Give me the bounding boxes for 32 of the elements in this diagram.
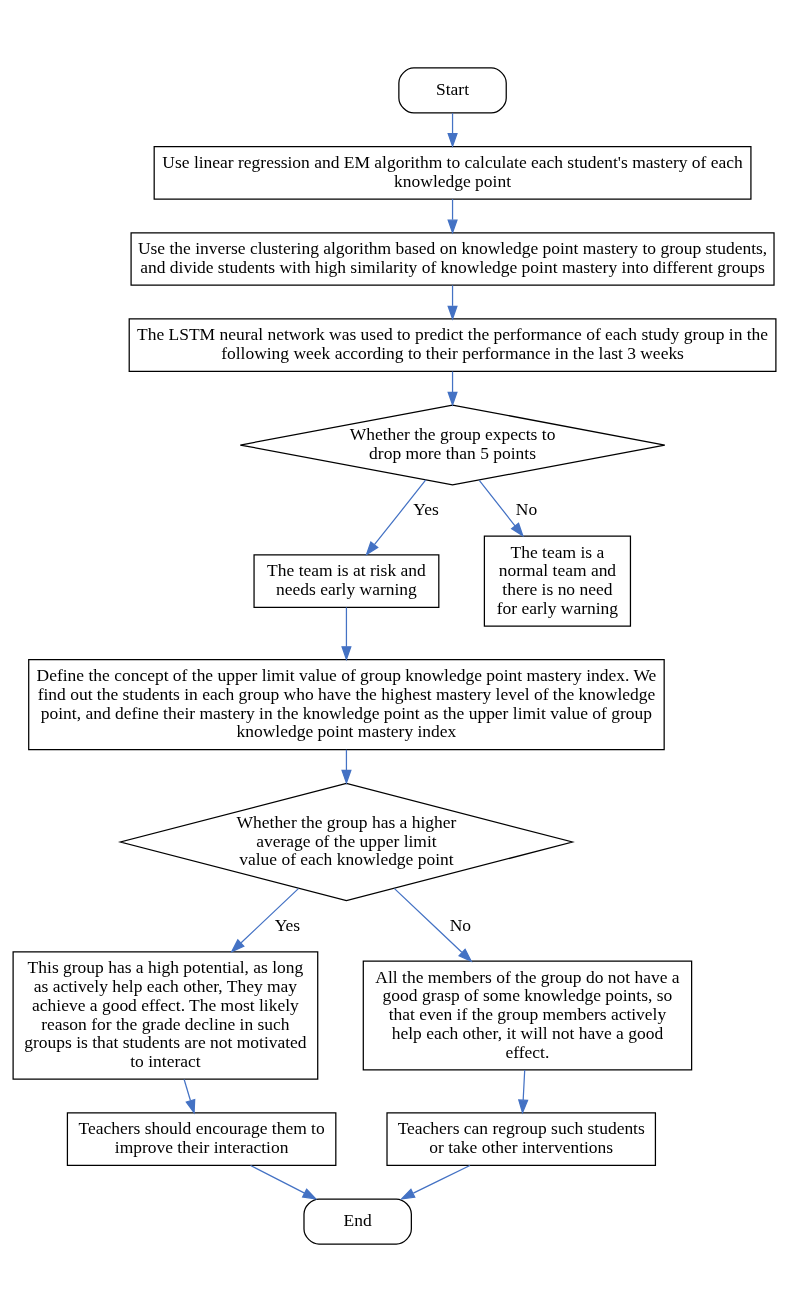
node-diamond: Whether the group expects to drop more than 5 points xyxy=(239,404,666,486)
node-box: This group has a high potential, as long as actively help each other, They may achieve a good effect. The most likely reason for the grade decline in such groups is that students are not motivated to interact xyxy=(12,951,319,1080)
arrow xyxy=(249,1164,318,1200)
arrow xyxy=(341,749,352,785)
arrow xyxy=(447,198,458,235)
arrow xyxy=(393,888,473,963)
node-diamond: Whether the group has a higher average of the upper limit value of each knowledge point xyxy=(118,782,575,902)
edge-label: Yes xyxy=(274,914,301,935)
node-box: Use the inverse clustering algorithm based on knowledge point mastery to group students, and divide students with high similarity of knowledge point mastery into different groups xyxy=(130,232,775,286)
arrow xyxy=(447,284,458,321)
arrow xyxy=(517,1069,529,1115)
node-box: All the members of the group do not have a good grasp of some knowledge points, so that even if the group members actively help each other, it will not have a good effect. xyxy=(362,960,693,1071)
node-box: Use linear regression and EM algorithm to calculate each student's mastery of each knowledge point xyxy=(153,146,752,200)
node-box: End xyxy=(303,1198,412,1245)
arrow xyxy=(447,112,458,149)
arrow xyxy=(183,1078,196,1115)
node-box: The team is at risk and needs early warning xyxy=(253,554,440,608)
node-box: The team is a normal team and there is no need for early warning xyxy=(483,535,632,627)
node-box: The LSTM neural network was used to predict the performance of each study group in the following week according to their performance in the last 3 weeks xyxy=(128,318,777,372)
node-box: Define the concept of the upper limit value of group knowledge point mastery index. We find out the students in each group who have the highest mastery level of the knowledge point, and define their mastery in the knowledge point as the upper limit value of group knowledge point mastery index xyxy=(28,659,665,751)
edge-label: No xyxy=(449,914,472,935)
edge-label: No xyxy=(515,499,538,520)
node-box: Start xyxy=(398,67,507,114)
arrow xyxy=(341,606,352,662)
edge-label: Yes xyxy=(413,499,439,520)
arrow xyxy=(478,479,524,538)
arrow xyxy=(447,370,458,407)
arrow xyxy=(365,479,427,557)
node-box: Teachers can regroup such students or take other interventions xyxy=(386,1112,657,1166)
node-box: Teachers should encourage them to improve their interaction xyxy=(66,1112,337,1166)
arrow xyxy=(399,1164,471,1200)
arrow xyxy=(230,888,300,953)
